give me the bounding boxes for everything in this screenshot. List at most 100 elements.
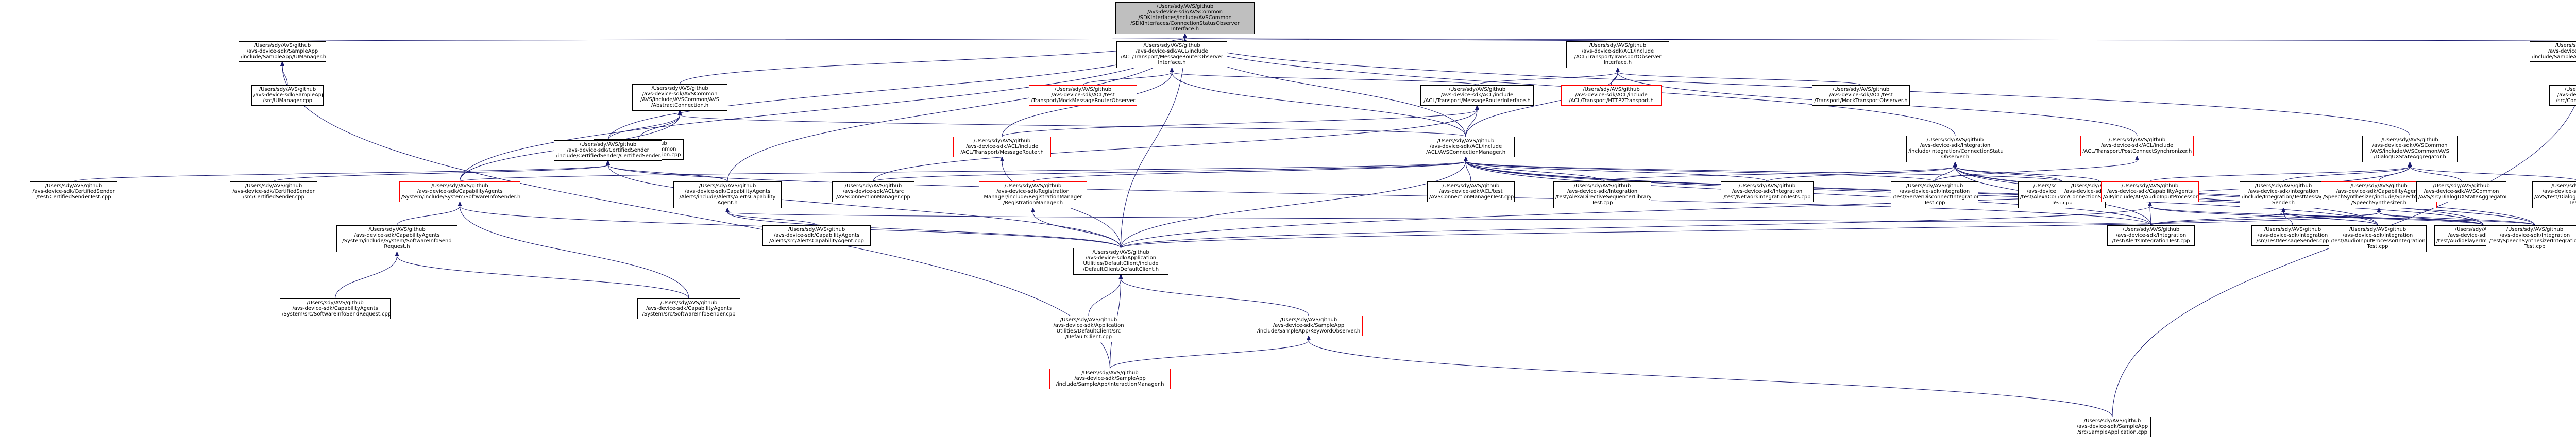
graph-node-avs-conn-mgr-cpp[interactable]: /Users/sdy/AVS/github/avs-device-sdk/ACL… bbox=[832, 181, 914, 202]
node-label-line: /Users/sdy/AVS/github bbox=[1832, 87, 1890, 92]
graph-node-uimanager-h[interactable]: /Users/sdy/AVS/github/avs-device-sdk/Sam… bbox=[239, 41, 326, 62]
graph-node-interaction-mgr-h[interactable]: /Users/sdy/AVS/github/avs-device-sdk/Sam… bbox=[1049, 369, 1171, 389]
edge-msgrouter-iface-h-to-transport-obs-h bbox=[1477, 67, 1620, 86]
node-label-line: /SpeechSynthesizer.h bbox=[2351, 200, 2407, 206]
node-label-line: /Users/sdy/AVS/github bbox=[1092, 250, 1149, 255]
graph-node-reg-mgr-h[interactable]: /Users/sdy/AVS/github/avs-device-sdk/Reg… bbox=[979, 181, 1087, 208]
graph-node-msgrouter-h[interactable]: /Users/sdy/AVS/github/avs-device-sdk/ACL… bbox=[953, 137, 1051, 157]
graph-node-transport-obs-h[interactable]: /Users/sdy/AVS/github/avs-device-sdk/ACL… bbox=[1566, 41, 1669, 68]
graph-node-test-msg-sender-cpp[interactable]: /Users/sdy/AVS/github/avs-device-sdk/Int… bbox=[2251, 225, 2334, 246]
edge-msgrouter-h-to-msgrouter-iface-h bbox=[1002, 105, 1479, 137]
graph-node-server-disconnect-test[interactable]: /Users/sdy/AVS/github/avs-device-sdk/Int… bbox=[1891, 181, 1978, 208]
graph-node-msgrouter-obs-h[interactable]: /Users/sdy/AVS/github/avs-device-sdk/ACL… bbox=[1116, 41, 1227, 68]
node-label-line: /test/AlexaDirectiveSequencerLibrary bbox=[1555, 194, 1651, 200]
node-label-line: /Users/sdy/AVS/github bbox=[2071, 183, 2128, 189]
graph-node-sample-conn-obs-h[interactable]: /Users/sdy/AVS/github/avs-device-sdk/Sam… bbox=[2530, 41, 2576, 62]
node-label-line: /avs-device-sdk/Integration bbox=[1920, 143, 1991, 148]
node-label-line: Request.h bbox=[384, 244, 410, 250]
node-label-line: /avs-device-sdk/Integration bbox=[1732, 189, 1803, 194]
graph-node-cert-sender-cpp[interactable]: /Users/sdy/AVS/github/avs-device-sdk/Cer… bbox=[230, 181, 317, 202]
edge-dialog-ux-agg-cpp-to-dialog-ux-agg-h bbox=[2408, 161, 2462, 182]
edge-cert-sender-test-to-cert-sender-h bbox=[73, 160, 610, 182]
node-label-line: /test/SpeechSynthesizerIntegration bbox=[2489, 238, 2576, 244]
node-label-line: /Users/sdy/AVS/github bbox=[1738, 183, 1796, 189]
graph-node-network-integ-test[interactable]: /Users/sdy/AVS/github/avs-device-sdk/Int… bbox=[1721, 181, 1814, 202]
graph-node-http2-transport-h[interactable]: /Users/sdy/AVS/github/avs-device-sdk/ACL… bbox=[1561, 85, 1662, 106]
edge-default-client-h-to-cert-sender-h bbox=[606, 160, 1121, 248]
graph-node-mock-msgrouter-obs-h[interactable]: /Users/sdy/AVS/github/avs-device-sdk/ACL… bbox=[1029, 85, 1137, 106]
edge-alexa-comm-lib-test-to-integ-conn-status-obs-h bbox=[1953, 161, 2062, 182]
edge-uimanager-cpp-to-uimanager-h bbox=[280, 61, 288, 86]
graph-node-aip-integ-test[interactable]: /Users/sdy/AVS/github/avs-device-sdk/Int… bbox=[2329, 225, 2427, 252]
graph-node-alexa-dir-seq-test[interactable]: /Users/sdy/AVS/github/avs-device-sdk/Int… bbox=[1553, 181, 1651, 208]
graph-node-keyword-obs-h[interactable]: /Users/sdy/AVS/github/avs-device-sdk/Sam… bbox=[1255, 316, 1363, 336]
node-label-line: /src/SampleApplication.cpp bbox=[2077, 429, 2148, 435]
edge-transport-obs-h-to-focus bbox=[1183, 33, 1618, 42]
edge-avs-conn-mgr-h-to-msgrouter-iface-h bbox=[1465, 105, 1479, 137]
edge-audio-player-integ-test-to-integ-conn-status-obs-h bbox=[1953, 161, 2484, 226]
edge-network-integ-test-to-integ-conn-status-obs-h bbox=[1767, 161, 1957, 182]
edge-aip-integ-test-to-test-msg-sender-h bbox=[2281, 207, 2378, 226]
graph-node-aip-audio-input-h[interactable]: /Users/sdy/AVS/github/avs-device-sdk/Cap… bbox=[2101, 181, 2199, 202]
edge-sw-info-send-req-h-to-sw-info-sender-h bbox=[397, 201, 462, 226]
graph-node-avs-conn-mgr-h[interactable]: /Users/sdy/AVS/github/avs-device-sdk/ACL… bbox=[1417, 137, 1515, 157]
edge-reg-mgr-h-to-avs-conn-mgr-h bbox=[1032, 156, 1468, 182]
graph-node-default-client-h[interactable]: /Users/sdy/AVS/github/avs-device-sdk/App… bbox=[1073, 248, 1168, 275]
graph-node-dialog-ux-agg-cpp[interactable]: /Users/sdy/AVS/github/avs-device-sdk/AVS… bbox=[2416, 181, 2506, 202]
graph-node-cert-sender-test[interactable]: /Users/sdy/AVS/github/avs-device-sdk/Cer… bbox=[30, 181, 117, 202]
node-label-line: /AIP/include/AIP/AudioInputProcessor.h bbox=[2103, 194, 2199, 200]
node-label-line: /Users/sdy/AVS/github bbox=[2255, 183, 2312, 189]
edge-cert-sender-cpp-to-cert-sender-h bbox=[273, 160, 610, 182]
graph-node-abstract-conn-h[interactable]: /Users/sdy/AVS/github/avs-device-sdk/AVS… bbox=[632, 84, 727, 111]
graph-node-cert-sender-h[interactable]: /Users/sdy/AVS/github/avs-device-sdk/Cer… bbox=[554, 140, 662, 161]
node-label-line: Interface.h bbox=[1158, 60, 1186, 65]
graph-node-alerts-ca-h[interactable]: /Users/sdy/AVS/github/avs-device-sdk/Cap… bbox=[673, 181, 782, 208]
node-label-line: /Users/sdy/AVS/github bbox=[1280, 317, 1337, 323]
graph-node-dialog-ux-agg-h[interactable]: /Users/sdy/AVS/github/avs-device-sdk/AVS… bbox=[2362, 136, 2458, 162]
edge-audio-player-integ-test-to-test-msg-sender-h bbox=[2281, 207, 2484, 226]
node-label-line: /Users/sdy/AVS/github bbox=[1054, 87, 1112, 92]
node-label-line: /Users/sdy/AVS/github bbox=[1081, 370, 1139, 376]
node-label-line: /Users/sdy/AVS/github bbox=[2108, 137, 2166, 143]
node-label-line: /Users/sdy/AVS/github bbox=[660, 300, 718, 306]
edge-default-client-h-to-avs-conn-mgr-h bbox=[1121, 156, 1468, 248]
edge-sample-app-cpp-to-keyword-obs-h bbox=[1307, 335, 2113, 417]
node-label-line: Test.cpp bbox=[2524, 244, 2546, 250]
node-label-line: /avs-device-sdk/CapabilityAgents bbox=[354, 233, 440, 238]
graph-node-alerts-ca-cpp[interactable]: /Users/sdy/AVS/github/avs-device-sdk/Cap… bbox=[762, 225, 871, 246]
graph-node-speech-synth-integ-test[interactable]: /Users/sdy/AVS/github/avs-device-sdk/Int… bbox=[2486, 225, 2576, 252]
node-label-line: /avs-device-sdk/CapabilityAgents bbox=[646, 306, 732, 311]
edge-default-client-h-to-dialog-ux-agg-h bbox=[1121, 161, 2412, 248]
graph-node-avs-conn-mgr-test[interactable]: /Users/sdy/AVS/github/avs-device-sdk/ACL… bbox=[1427, 181, 1515, 202]
graph-node-msgrouter-iface-h[interactable]: /Users/sdy/AVS/github/avs-device-sdk/ACL… bbox=[1420, 85, 1534, 106]
node-label-line: /test/CertifiedSenderTest.cpp bbox=[36, 194, 111, 200]
graph-node-default-client-cpp[interactable]: /Users/sdy/AVS/github/avs-device-sdk/App… bbox=[1050, 316, 1127, 342]
node-label-line: /src/ConnectionObserver.cpp bbox=[2555, 98, 2576, 104]
node-label-line: /avs-device-sdk/Integration bbox=[2248, 189, 2319, 194]
graph-node-sw-info-sender-cpp[interactable]: /Users/sdy/AVS/github/avs-device-sdk/Cap… bbox=[637, 298, 740, 319]
node-label-line: /AVS/test/DialogUXStateAggregator bbox=[2534, 194, 2576, 200]
node-label-line: /avs-device-sdk/Integration bbox=[2115, 233, 2187, 238]
node-label-line: /avs-device-sdk/CertifiedSender bbox=[232, 189, 315, 194]
graph-node-integ-conn-status-obs-h[interactable]: /Users/sdy/AVS/github/avs-device-sdk/Int… bbox=[1906, 136, 2004, 162]
node-label-line: /AVS/include/AVSCommon/AVS bbox=[640, 97, 719, 103]
graph-node-test-msg-sender-h[interactable]: /Users/sdy/AVS/github/avs-device-sdk/Int… bbox=[2240, 181, 2327, 208]
graph-node-sw-info-send-req-cpp[interactable]: /Users/sdy/AVS/github/avs-device-sdk/Cap… bbox=[280, 298, 391, 319]
node-label-line: /Users/sdy/AVS/github bbox=[788, 227, 845, 233]
graph-node-sample-app-cpp[interactable]: /Users/sdy/AVS/github/avs-device-sdk/Sam… bbox=[2074, 417, 2151, 437]
graph-node-uimanager-cpp[interactable]: /Users/sdy/AVS/github/avs-device-sdk/Sam… bbox=[251, 85, 324, 106]
edge-cert-sender-h-to-abstract-conn-h bbox=[607, 110, 682, 141]
graph-node-post-conn-sync-h[interactable]: /Users/sdy/AVS/github/avs-device-sdk/ACL… bbox=[2080, 136, 2194, 156]
node-label-line: /DialogUXStateAggregator.h bbox=[2374, 154, 2446, 160]
edge-avs-conn-mgr-cpp-to-avs-conn-mgr-h bbox=[873, 156, 1468, 182]
node-label-line: Test.cpp bbox=[2051, 200, 2073, 206]
graph-node-sw-info-sender-h[interactable]: /Users/sdy/AVS/github/avs-device-sdk/Cap… bbox=[399, 181, 520, 202]
graph-node-alerts-integ-test[interactable]: /Users/sdy/AVS/github/avs-device-sdk/Int… bbox=[2107, 225, 2195, 246]
graph-node-mock-transport-obs-h[interactable]: /Users/sdy/AVS/github/avs-device-sdk/ACL… bbox=[1812, 85, 1910, 106]
node-label-line: /avs-device-sdk/CapabilityAgents bbox=[684, 189, 771, 194]
graph-node-sw-info-send-req-h[interactable]: /Users/sdy/AVS/github/avs-device-sdk/Cap… bbox=[336, 225, 457, 252]
edge-server-disconnect-test-to-post-conn-sync-h bbox=[1934, 155, 2139, 182]
node-label-line: /Users/sdy/AVS/github bbox=[368, 227, 426, 233]
graph-node-sample-conn-obs-cpp[interactable]: /Users/sdy/AVS/github/avs-device-sdk/Sam… bbox=[2549, 85, 2576, 106]
graph-node-dialog-ux-agg-test[interactable]: /Users/sdy/AVS/github/avs-device-sdk/AVS… bbox=[2532, 181, 2576, 208]
